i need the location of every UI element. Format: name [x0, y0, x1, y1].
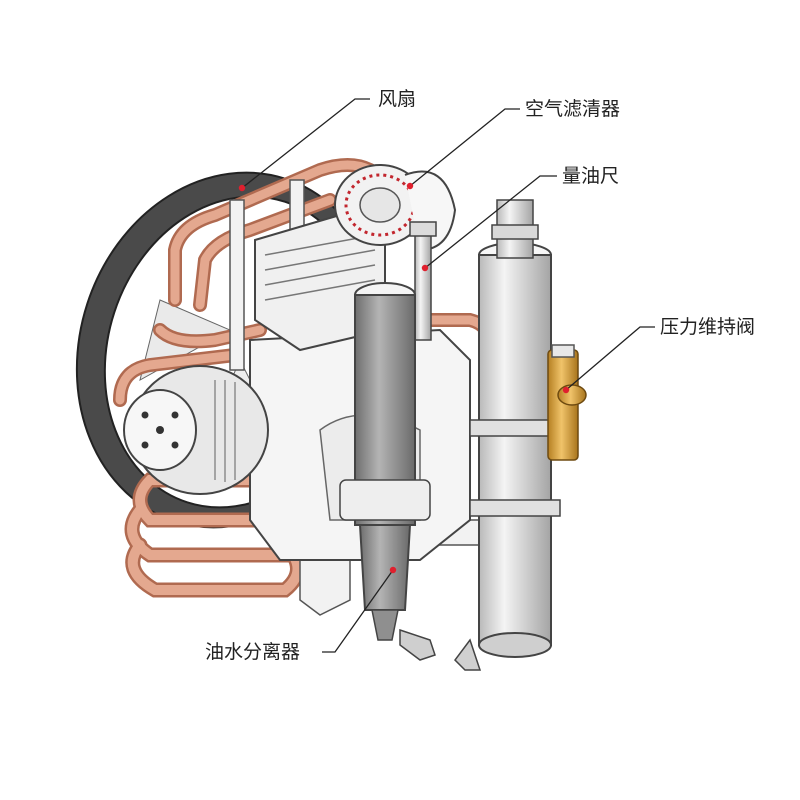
filter-tower — [454, 199, 561, 671]
label-pressure-valve: 压力维持阀 — [660, 316, 756, 338]
oil-water-separator — [339, 282, 436, 661]
leader-lines — [241, 98, 655, 653]
air-filter — [334, 164, 457, 251]
label-oil-water-separator: 油水分离器 — [205, 641, 301, 663]
drive-pulley — [123, 365, 269, 495]
dipstick — [409, 221, 437, 341]
pressure-valve — [547, 344, 587, 461]
label-air-filter: 空气滤清器 — [525, 98, 621, 120]
label-dipstick: 量油尺 — [562, 165, 620, 187]
label-fan: 风扇 — [378, 88, 417, 110]
target-markers — [238, 182, 570, 574]
